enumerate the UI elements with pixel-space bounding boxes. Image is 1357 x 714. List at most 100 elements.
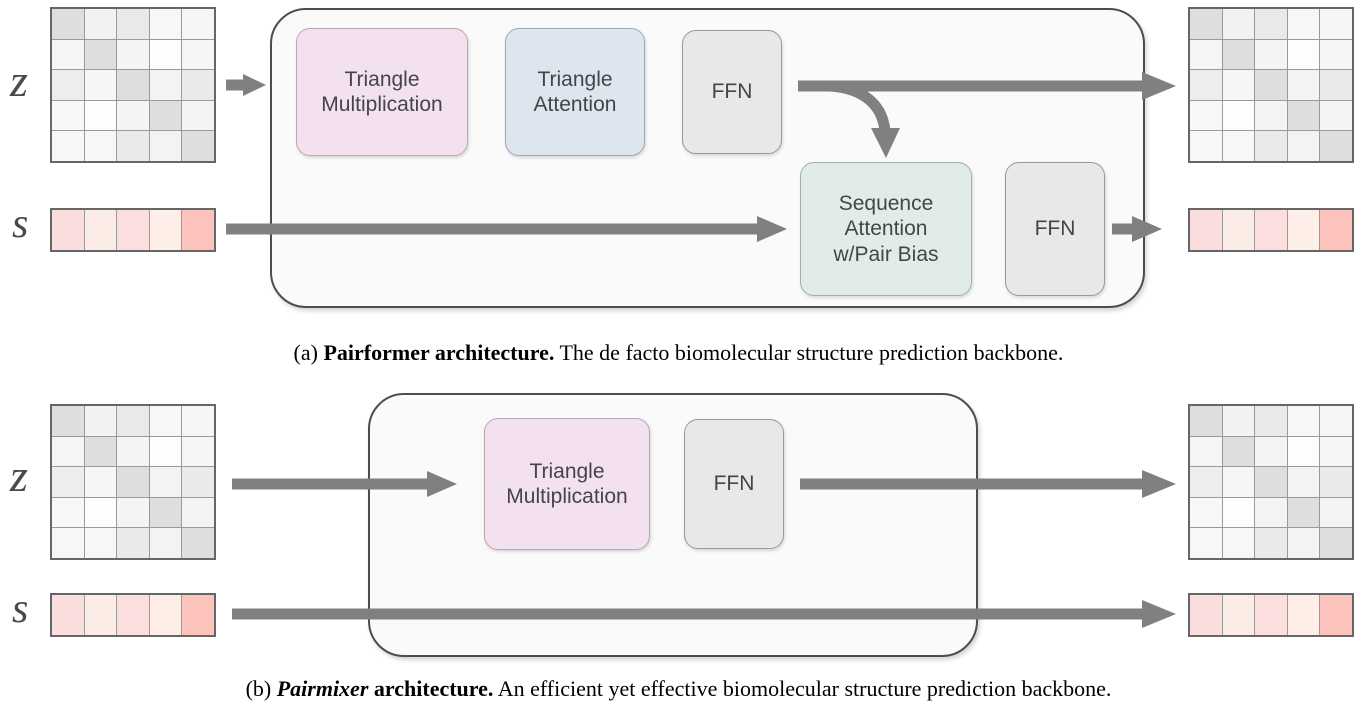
vector-cell	[149, 595, 182, 635]
matrix-cell	[84, 528, 117, 558]
matrix-cell	[182, 467, 214, 497]
matrix-cell	[117, 100, 149, 131]
vector-cell	[1255, 595, 1287, 635]
caption-figure-b: (b) Pairmixer architecture. An efficient…	[0, 676, 1357, 702]
matrix-cell	[149, 528, 182, 558]
matrix-cell	[1320, 467, 1352, 497]
matrix-cell	[1287, 436, 1320, 467]
output-pair-matrix-a	[1188, 7, 1354, 163]
vector-cell	[52, 210, 84, 250]
vector-cell	[1320, 210, 1352, 250]
caption-rest: The de facto biomolecular structure pred…	[554, 340, 1064, 365]
matrix-cell	[182, 100, 214, 131]
matrix-cell	[117, 528, 149, 558]
caption-index: (a)	[293, 340, 324, 365]
matrix-cell	[149, 39, 182, 70]
matrix-cell	[182, 528, 214, 558]
matrix-cell	[1255, 9, 1287, 39]
matrix-cell	[1320, 70, 1352, 100]
matrix-cell	[1287, 497, 1320, 528]
matrix-cell	[1255, 39, 1287, 70]
matrix-cell	[1190, 406, 1222, 436]
input-pair-matrix-b	[50, 404, 216, 560]
matrix-cell	[1222, 9, 1255, 39]
matrix-cell	[1255, 528, 1287, 558]
matrix-cell	[1190, 70, 1222, 100]
matrix-cell	[1320, 9, 1352, 39]
matrix-cell	[1190, 100, 1222, 131]
matrix-cell	[182, 497, 214, 528]
matrix-cell	[84, 39, 117, 70]
matrix-cell	[149, 436, 182, 467]
module-ffn-pair-b[interactable]: FFN	[684, 419, 784, 549]
matrix-cell	[1255, 467, 1287, 497]
matrix-cell	[1222, 528, 1255, 558]
vector-cell	[1255, 210, 1287, 250]
matrix-cell	[52, 100, 84, 131]
matrix-cell	[117, 131, 149, 161]
matrix-cell	[1287, 100, 1320, 131]
label-z-input-a: z	[10, 55, 28, 106]
matrix-cell	[117, 39, 149, 70]
matrix-cell	[149, 406, 182, 436]
vector-cell	[149, 210, 182, 250]
vector-cell	[84, 595, 117, 635]
matrix-cell	[1255, 70, 1287, 100]
arrows-figure-a	[226, 72, 1176, 242]
vector-cell	[1287, 595, 1320, 635]
matrix-cell	[149, 497, 182, 528]
matrix-cell	[1320, 39, 1352, 70]
matrix-cell	[84, 100, 117, 131]
matrix-cell	[52, 406, 84, 436]
module-ffn-single-a[interactable]: FFN	[1005, 162, 1105, 296]
output-single-vector-b	[1188, 593, 1354, 637]
module-label: FFN	[713, 472, 755, 496]
matrix-cell	[149, 100, 182, 131]
caption-bold: Pairformer architecture.	[323, 340, 555, 365]
module-ffn-pair-a[interactable]: FFN	[682, 30, 782, 154]
matrix-cell	[1222, 497, 1255, 528]
caption-index: (b)	[245, 676, 277, 701]
matrix-cell	[84, 436, 117, 467]
matrix-cell	[1320, 528, 1352, 558]
label-z-input-b: z	[10, 450, 28, 501]
matrix-cell	[52, 39, 84, 70]
module-label: FFN	[1034, 217, 1076, 241]
matrix-cell	[84, 9, 117, 39]
matrix-cell	[1222, 100, 1255, 131]
matrix-cell	[1222, 39, 1255, 70]
matrix-cell	[1190, 497, 1222, 528]
matrix-cell	[117, 9, 149, 39]
arrow-single-out-a	[1112, 216, 1162, 242]
matrix-cell	[84, 406, 117, 436]
matrix-cell	[52, 70, 84, 100]
matrix-cell	[1287, 39, 1320, 70]
matrix-cell	[117, 467, 149, 497]
matrix-cell	[52, 131, 84, 161]
vector-cell	[1320, 595, 1352, 635]
arrow-z-into-block-b	[232, 471, 457, 497]
input-single-vector-a	[50, 208, 216, 252]
matrix-cell	[1287, 70, 1320, 100]
module-label: FFN	[711, 80, 753, 104]
matrix-cell	[52, 436, 84, 467]
matrix-cell	[1222, 467, 1255, 497]
matrix-cell	[117, 497, 149, 528]
matrix-cell	[1190, 9, 1222, 39]
vector-cell	[84, 210, 117, 250]
matrix-cell	[182, 436, 214, 467]
matrix-cell	[149, 131, 182, 161]
arrow-s-passthrough-b	[232, 600, 1176, 628]
vector-cell	[1222, 595, 1255, 635]
caption-bold: architecture.	[368, 676, 494, 701]
label-s-input-b: s	[12, 586, 29, 632]
matrix-cell	[52, 528, 84, 558]
vector-cell	[182, 595, 214, 635]
